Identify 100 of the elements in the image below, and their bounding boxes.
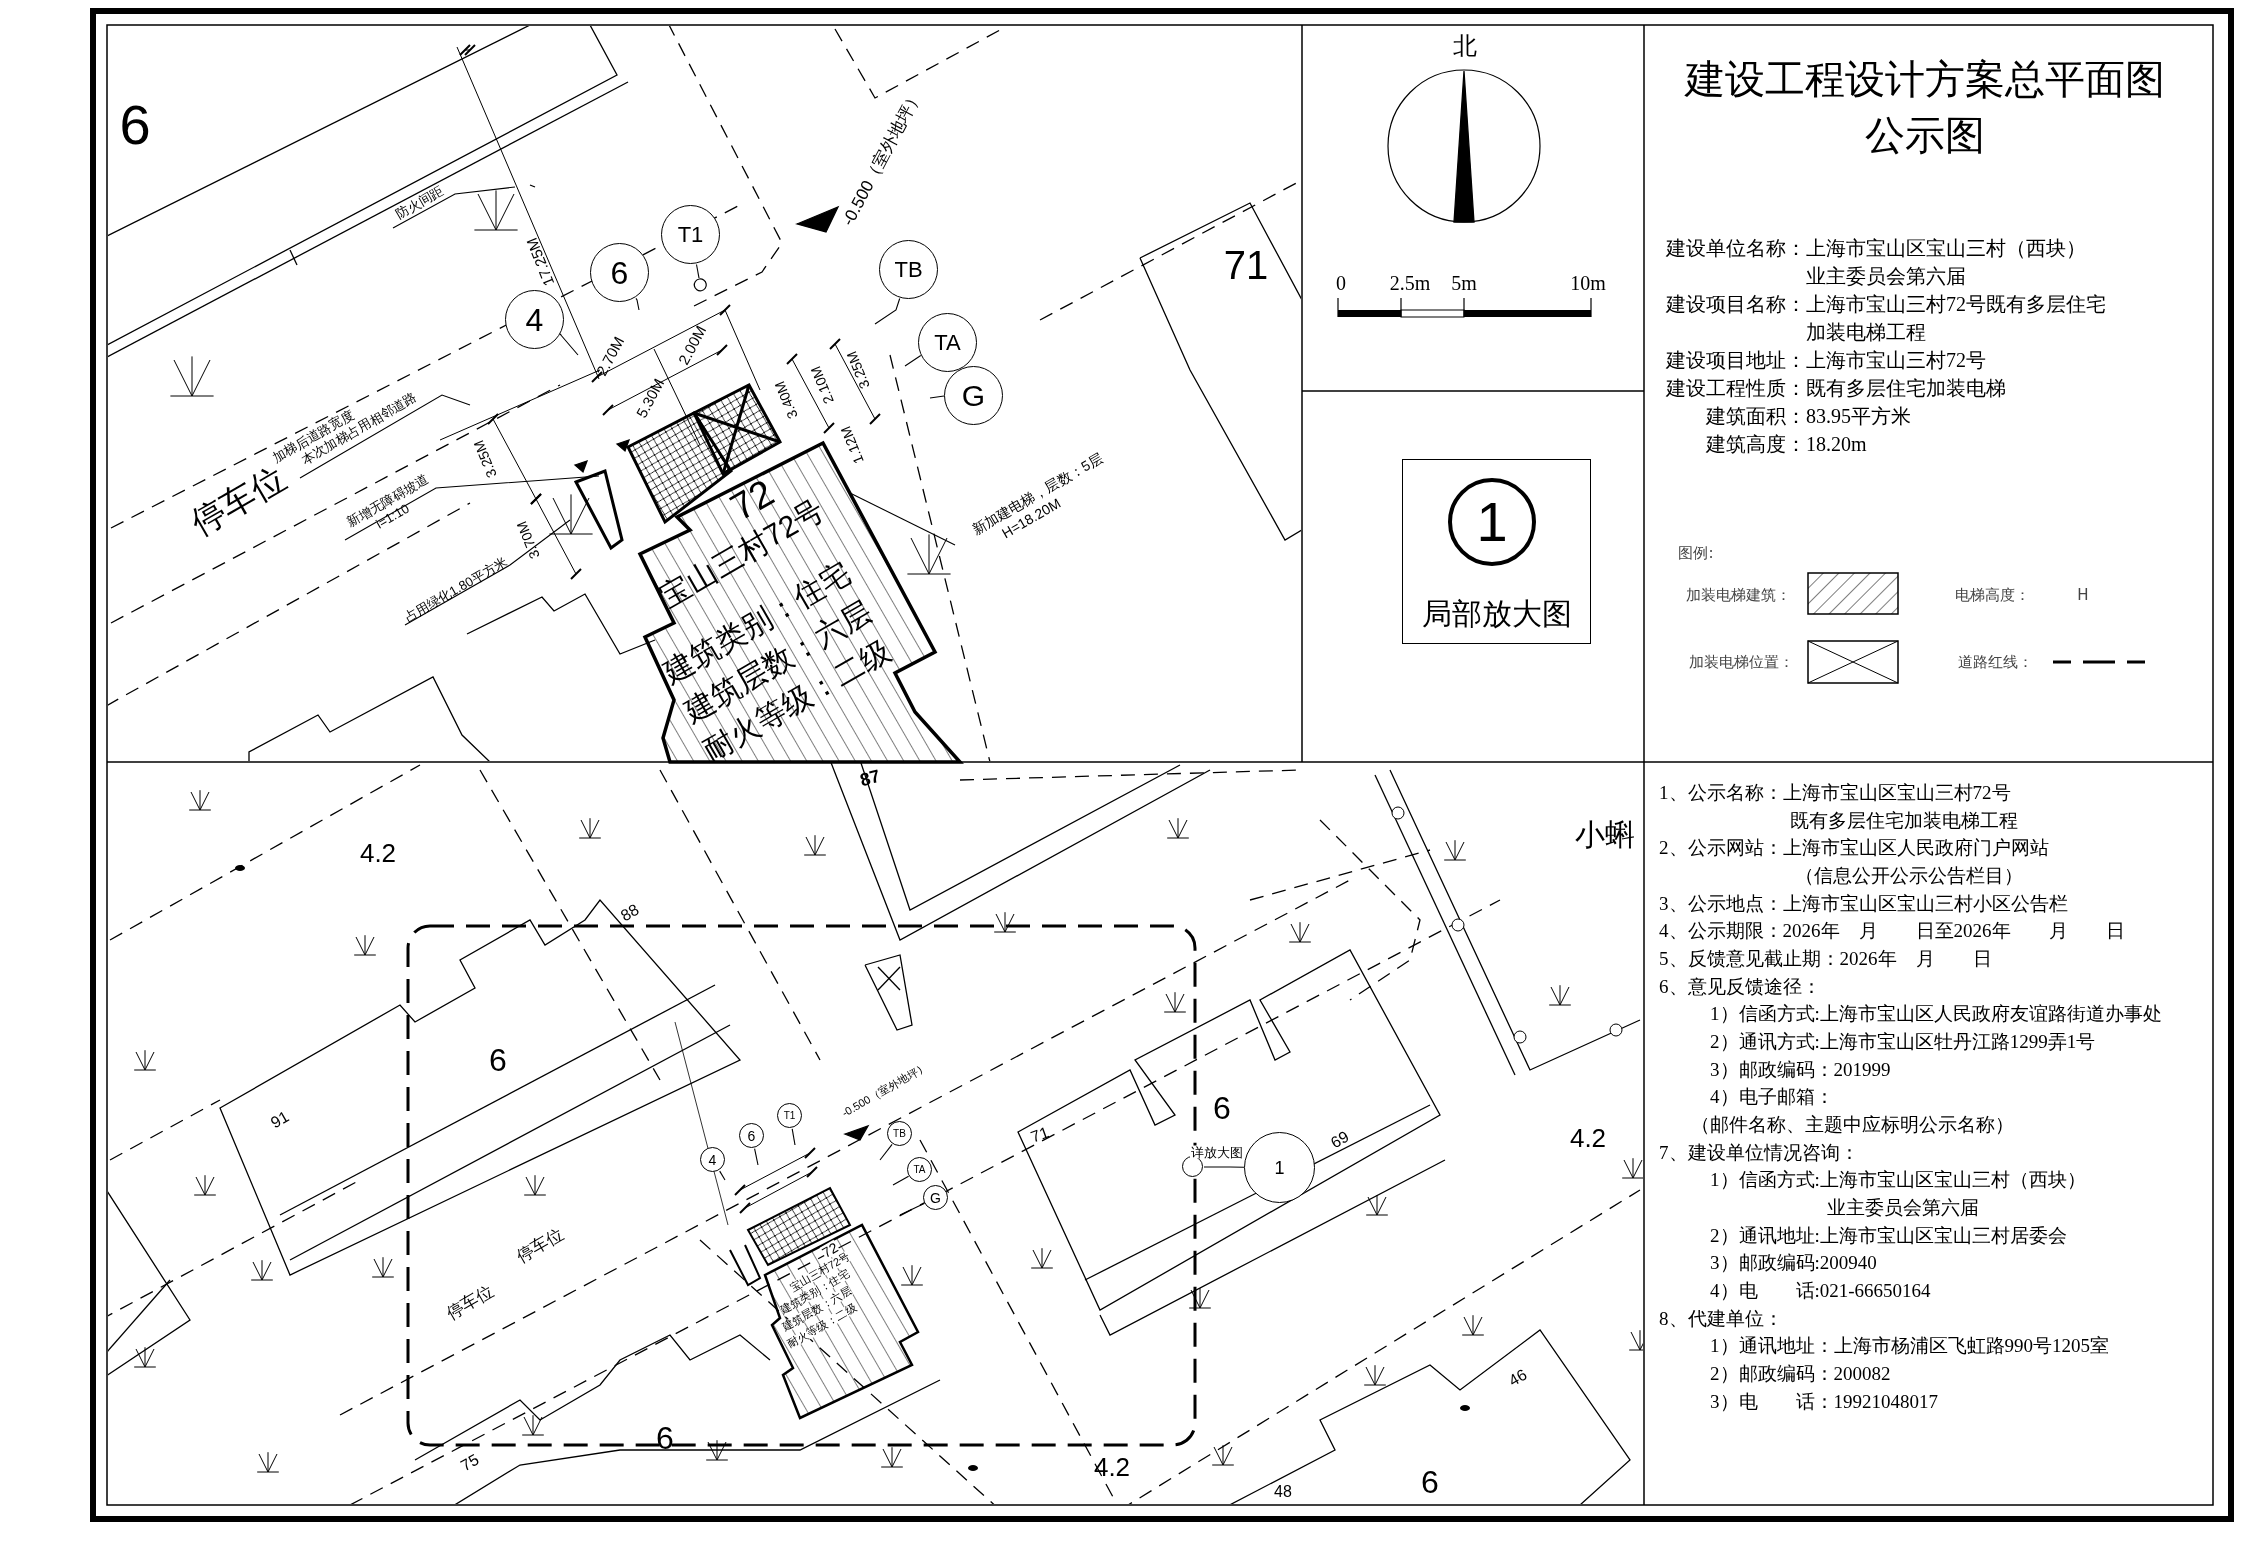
- edge-label: 详放大图: [1190, 1145, 1244, 1159]
- elevation-text: 4.2: [1569, 1125, 1607, 1151]
- info-text: 建设项目地址：上海市宝山三村72号: [1666, 348, 1986, 374]
- north-label: 北: [1453, 34, 1477, 58]
- leader-line: [299, 394, 471, 479]
- info-text: 3）邮政编码：201999: [1710, 1058, 1891, 1083]
- leader-line: [719, 1170, 726, 1181]
- info-text: 1）信函方式:上海市宝山区人民政府友谊路街道办事处: [1710, 1002, 2162, 1027]
- legend-heading: 图例:: [1678, 545, 1714, 561]
- info-text: 建筑面积：83.95平方米: [1706, 404, 1911, 430]
- axis-bubble: TA: [907, 1157, 932, 1182]
- legend-label: 电梯高度：: [1954, 587, 2030, 603]
- info-text: 2、公示网站：上海市宝山区人民政府门户网站（信息公开公示公告栏目）: [1659, 836, 2050, 888]
- axis-bubble: 4: [505, 290, 564, 349]
- leader-line: [754, 1148, 759, 1166]
- leader-line: [791, 1128, 796, 1146]
- dimension-text: 3.40M: [772, 379, 800, 421]
- info-text: 4）电 话:021-66650164: [1710, 1279, 1931, 1304]
- legend-value: H: [2077, 587, 2089, 603]
- leader-line: [693, 263, 707, 292]
- leader-line: [1203, 1166, 1245, 1168]
- info-text: 5、反馈意见截止期：2026年 月 日: [1659, 947, 1992, 972]
- building-number: 87: [858, 766, 882, 790]
- building-number: 6: [489, 1044, 507, 1076]
- detail-number-circle: 1: [1448, 478, 1536, 566]
- info-text: 4、公示期限：2026年 月 日至2026年 月 日: [1659, 919, 2125, 944]
- drawing-title: 建设工程设计方案总平面图公示图: [1683, 56, 2166, 160]
- annotation-text: 防火间距: [393, 182, 447, 224]
- axis-bubble: 6: [739, 1123, 764, 1148]
- dimension-text: 3.25M: [844, 349, 872, 391]
- scale-label: 2.5m: [1389, 273, 1431, 293]
- info-text: 3）邮政编码:200940: [1710, 1251, 1877, 1276]
- legend-label: 道路红线：: [1957, 654, 2033, 670]
- leader-line: [635, 297, 640, 311]
- legend-label: 加装电梯位置：: [1688, 654, 1794, 670]
- building-number: 6: [656, 1422, 674, 1454]
- info-text: 2）邮政编码：200082: [1710, 1362, 1891, 1387]
- scale-label: 0: [1336, 273, 1346, 293]
- leader-line: [879, 1143, 893, 1161]
- building-number: 88: [618, 901, 642, 925]
- axis-bubble: 6: [590, 243, 649, 302]
- info-text: 建设单位名称：上海市宝山区宝山三村（西块）业主委员会第六届: [1666, 236, 2087, 289]
- leader-line: [874, 297, 901, 325]
- info-text: 8、代建单位：: [1659, 1307, 1783, 1332]
- building-number: 69: [1328, 1128, 1352, 1152]
- axis-bubble: TA: [918, 313, 977, 372]
- leader-line: [929, 395, 945, 399]
- building-number: 46: [1506, 1366, 1530, 1390]
- dimension-text: 1.12M: [838, 424, 866, 466]
- building-number: 71: [1223, 245, 1269, 285]
- leader-line: [904, 355, 922, 367]
- scale-label: 10m: [1570, 273, 1606, 293]
- info-text: 1、公示名称：上海市宝山区宝山三村72号既有多层住宅加装电梯工程: [1659, 781, 2019, 833]
- box-title: 局部放大图: [1420, 599, 1573, 629]
- info-text: 建设项目名称：上海市宝山三村72号既有多层住宅加装电梯工程: [1666, 292, 2107, 345]
- leader-line: [404, 519, 571, 626]
- building-number: 6: [1213, 1092, 1231, 1124]
- parking-label: 停车位: [443, 1281, 497, 1323]
- annotation-text: 占用绿化1.80平方米: [401, 553, 511, 627]
- parking-label: 停车位: [513, 1224, 567, 1266]
- elevation-text: 4.2: [359, 840, 397, 866]
- info-text: 7、建设单位情况咨询：: [1659, 1141, 1859, 1166]
- info-text: 3、公示地点：上海市宝山区宝山三村小区公告栏: [1659, 892, 2068, 917]
- leader-line: [559, 333, 579, 356]
- leader-line: [892, 1175, 910, 1186]
- info-text: 3）电 话：19921048017: [1710, 1390, 1938, 1415]
- building-number: 91: [268, 1108, 292, 1132]
- info-text: 建筑高度：18.20m: [1706, 432, 1867, 458]
- axis-bubble: G: [923, 1185, 948, 1210]
- building-number: 6: [1421, 1466, 1439, 1498]
- building-number: 6: [119, 97, 151, 153]
- axis-bubble: TB: [879, 240, 938, 299]
- info-text: 2）通讯地址:上海市宝山区宝山三村居委会: [1710, 1224, 2067, 1249]
- elevation-text: 4.2: [1093, 1454, 1131, 1480]
- info-text: 1）通讯地址：上海市杨浦区飞虹路990号1205室: [1710, 1334, 2109, 1359]
- dimension-text: 2.10M: [808, 364, 836, 406]
- info-text: 4）电子邮箱：: [1710, 1085, 1834, 1110]
- info-text: （邮件名称、主题中应标明公示名称）: [1691, 1113, 2014, 1138]
- scale-label: 5m: [1451, 273, 1477, 293]
- axis-bubble: TB: [887, 1121, 912, 1146]
- info-text: 2）通讯方式:上海市宝山区牡丹江路1299弄1号: [1710, 1030, 2096, 1055]
- leader-line: [392, 186, 516, 229]
- legend-label: 加装电梯建筑：: [1685, 587, 1791, 603]
- building-number: 75: [458, 1451, 482, 1475]
- building-number: 48: [1274, 1484, 1292, 1500]
- leader-line: [899, 1203, 925, 1216]
- leader-line: [344, 475, 600, 541]
- axis-bubble: 4: [700, 1147, 725, 1172]
- building-number: 71: [1028, 1124, 1052, 1146]
- axis-bubble: T1: [777, 1103, 802, 1128]
- dimension-text: 3.70M: [514, 519, 542, 561]
- info-text: 建设工程性质：既有多层住宅加装电梯: [1666, 376, 2006, 402]
- axis-bubble: T1: [661, 205, 720, 264]
- elevation-text: -0.500（室外地坪）: [839, 87, 925, 229]
- dimension-text: 3.25M: [471, 438, 499, 480]
- detail-number-circle: 1: [1244, 1132, 1315, 1203]
- detail-index-box: [1402, 459, 1591, 644]
- place-name: 小蝌: [1575, 820, 1635, 850]
- axis-bubble: G: [944, 366, 1003, 425]
- info-text: 1）信函方式:上海市宝山区宝山三村（西块）业主委员会第六届: [1710, 1168, 2087, 1220]
